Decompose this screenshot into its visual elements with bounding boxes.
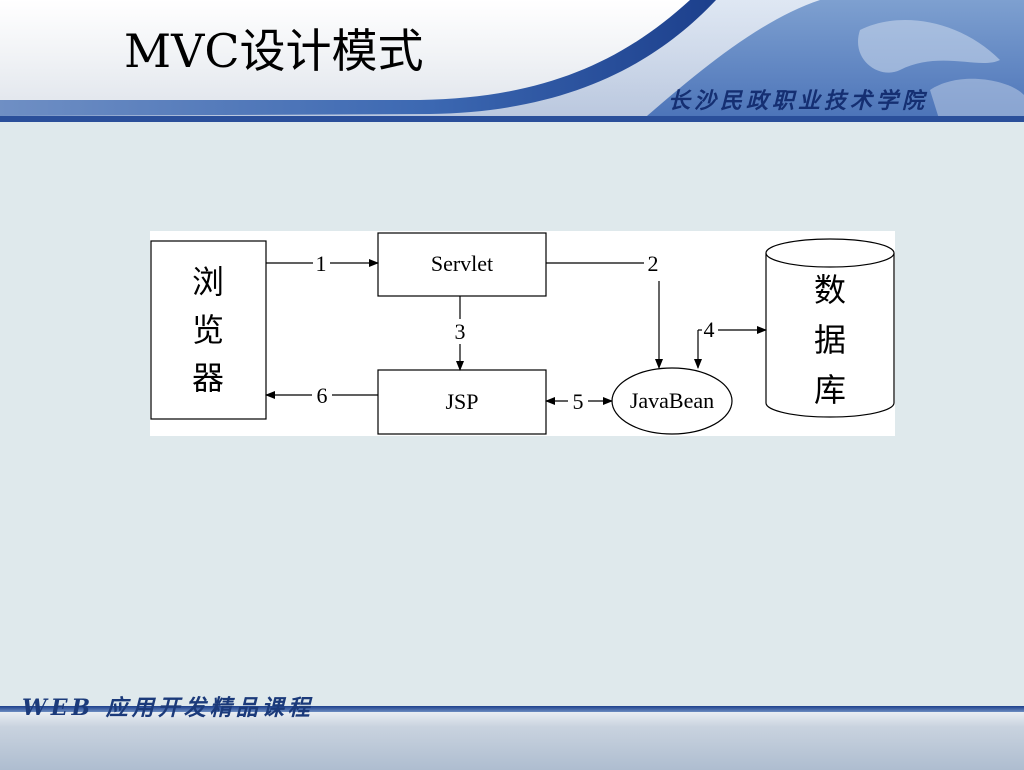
slide-title: MVC设计模式 <box>124 24 424 78</box>
database-cylinder-top <box>765 238 895 268</box>
arrow-2-label: 2 <box>648 251 659 276</box>
database-label-char-3: 库 <box>814 372 846 408</box>
mvc-diagram: 浏 览 器 Servlet JSP JavaBean 数 据 库 1 2 3 <box>150 231 895 436</box>
database-label-char-1: 数 <box>814 272 846 308</box>
slide-header: MVC设计模式 长沙民政职业技术学院 <box>0 0 1024 122</box>
arrow-6-label: 6 <box>317 383 328 408</box>
database-label-char-2: 据 <box>814 322 846 358</box>
browser-label-char-3: 器 <box>192 360 224 396</box>
database-cylinder-body <box>765 253 895 418</box>
arrow-5-label: 5 <box>573 389 584 414</box>
arrow-3-label: 3 <box>455 319 466 344</box>
header-swoosh-art <box>0 0 1024 122</box>
jsp-box <box>377 369 547 435</box>
footer-accent-line <box>0 706 1024 712</box>
servlet-label: Servlet <box>431 251 493 276</box>
mvc-diagram-canvas: 浏 览 器 Servlet JSP JavaBean 数 据 库 1 2 3 <box>150 232 895 435</box>
browser-box <box>150 240 267 420</box>
arrow-1-label: 1 <box>316 251 327 276</box>
javabean-label: JavaBean <box>630 388 714 413</box>
school-name: 长沙民政职业技术学院 <box>668 88 929 114</box>
browser-label-char-2: 览 <box>192 312 224 348</box>
arrow-4-label: 4 <box>704 317 715 342</box>
servlet-box <box>377 232 547 297</box>
course-name: WEB 应用开发精品课程 <box>22 695 314 721</box>
jsp-label: JSP <box>445 389 478 414</box>
browser-label-char-1: 浏 <box>192 264 224 300</box>
slide-footer <box>0 706 1024 770</box>
